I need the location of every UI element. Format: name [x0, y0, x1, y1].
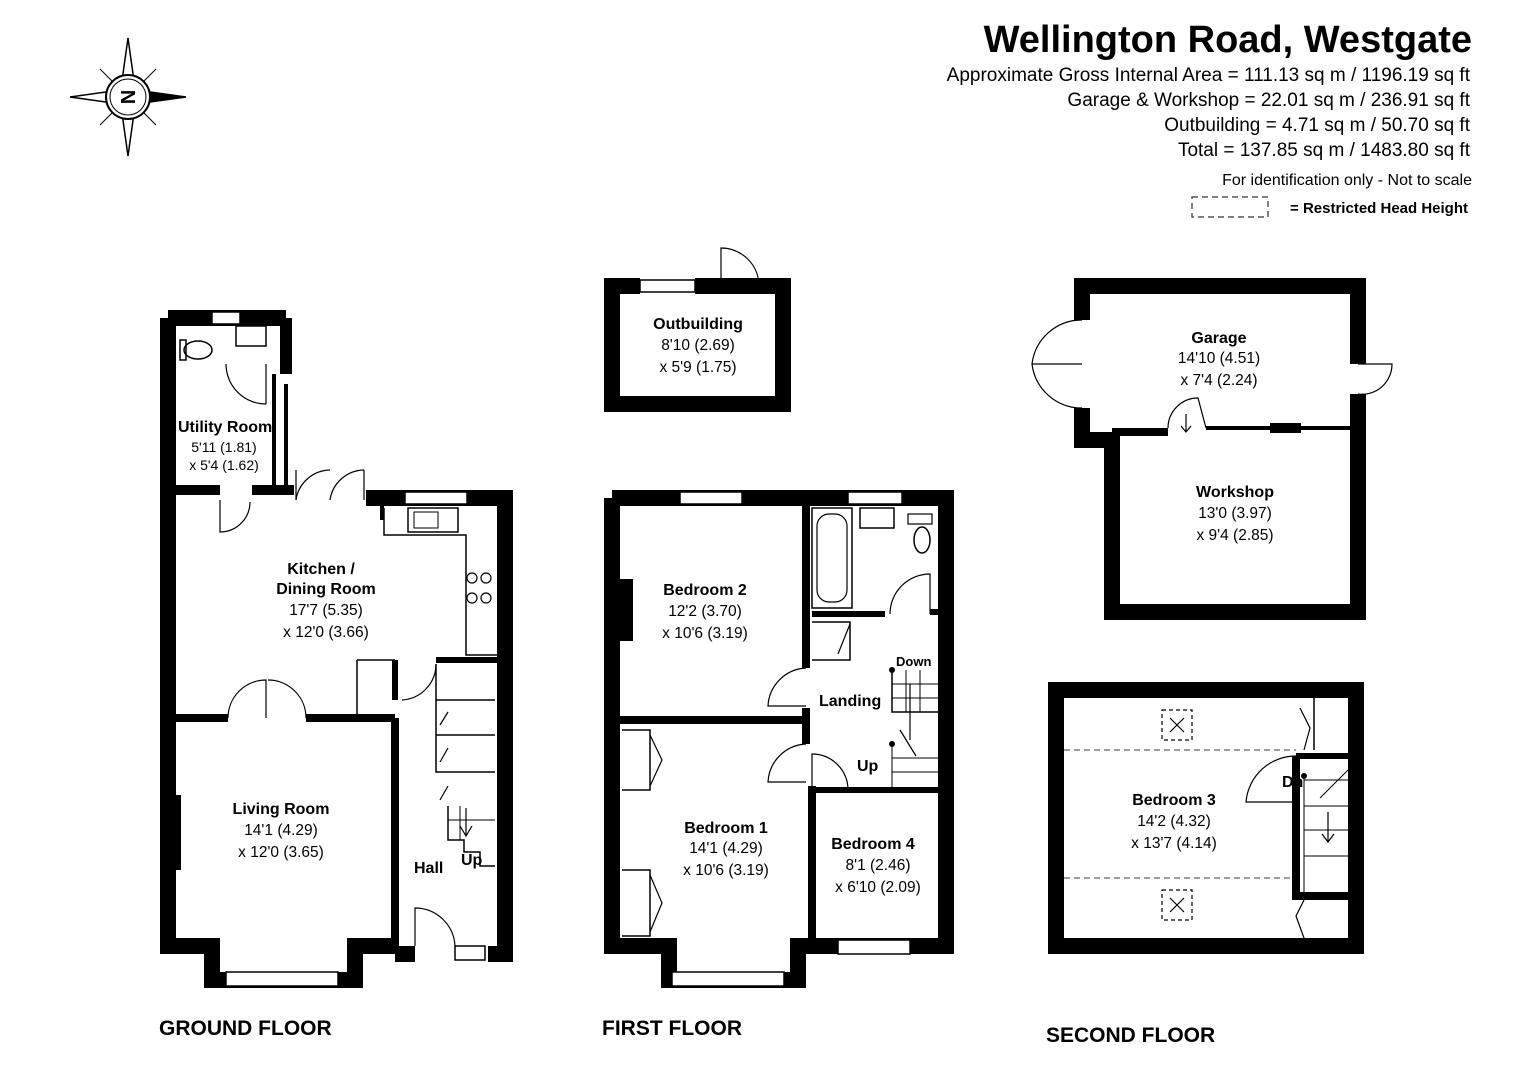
utility-room-dim1: 5'11 (1.81)	[191, 439, 256, 455]
bedroom1-dim2: x 10'6 (3.19)	[683, 862, 769, 879]
bedroom1-name: Bedroom 1	[684, 820, 768, 837]
kitchen-dim1: 17'7 (5.35)	[289, 602, 363, 619]
header: Wellington Road, Westgate Approximate Gr…	[947, 19, 1472, 218]
garage-area-text: Garage & Workshop = 22.01 sq m / 236.91 …	[1067, 90, 1470, 111]
ground-floor-plan	[160, 310, 513, 988]
outbuilding-plan	[604, 247, 791, 412]
bedroom4-dim2: x 6'10 (2.09)	[835, 879, 921, 896]
second-floor-plan	[1048, 682, 1364, 954]
bedroom1-dim1: 14'1 (4.29)	[689, 840, 763, 857]
garage-workshop-plan	[1031, 278, 1393, 620]
landing-stairs-up: Up	[857, 758, 879, 775]
garage-dim1: 14'10 (4.51)	[1178, 350, 1260, 367]
bedroom3-dim1: 14'2 (4.32)	[1137, 813, 1211, 830]
restricted-height-legend-label: = Restricted Head Height	[1290, 200, 1468, 217]
kitchen-dim2: x 12'0 (3.66)	[283, 624, 369, 641]
bedroom3-stairs-down: Dn	[1282, 774, 1303, 791]
outbuilding-dim1: 8'10 (2.69)	[661, 337, 735, 354]
living-room-dim2: x 12'0 (3.65)	[238, 844, 324, 861]
bedroom3-name: Bedroom 3	[1132, 792, 1216, 809]
second-floor-label: SECOND FLOOR	[1046, 1024, 1215, 1047]
hall-name: Hall	[414, 860, 443, 877]
ground-floor-label: GROUND FLOOR	[159, 1017, 332, 1040]
bedroom2-dim1: 12'2 (3.70)	[668, 603, 742, 620]
outbuilding-area-text: Outbuilding = 4.71 sq m / 50.70 sq ft	[1164, 115, 1470, 136]
utility-room-dim2: x 5'4 (1.62)	[189, 457, 259, 473]
living-room-dim1: 14'1 (4.29)	[244, 822, 318, 839]
bedroom4-dim1: 8'1 (2.46)	[846, 857, 911, 874]
total-area-text: Total = 137.85 sq m / 1483.80 sq ft	[1178, 140, 1471, 161]
bedroom2-dim2: x 10'6 (3.19)	[662, 625, 748, 642]
kitchen-name-line2: Dining Room	[276, 581, 376, 598]
bedroom3-dim2: x 13'7 (4.14)	[1131, 835, 1217, 852]
first-floor-plan	[604, 490, 954, 988]
outbuilding-name: Outbuilding	[653, 316, 743, 333]
utility-room-name: Utility Room	[178, 419, 272, 436]
workshop-dim2: x 9'4 (2.85)	[1196, 527, 1273, 544]
restricted-height-legend-swatch	[1191, 196, 1269, 218]
kitchen-name-line1: Kitchen /	[287, 561, 355, 578]
first-floor-label: FIRST FLOOR	[602, 1017, 742, 1040]
compass-icon: N	[69, 37, 187, 157]
gross-area-text: Approximate Gross Internal Area = 111.13…	[947, 65, 1471, 86]
landing-stairs-down: Down	[896, 654, 931, 669]
outbuilding-dim2: x 5'9 (1.75)	[659, 359, 736, 376]
hall-stairs-up: Up	[461, 852, 483, 869]
bedroom4-name: Bedroom 4	[831, 836, 915, 853]
compass-north-letter: N	[116, 90, 138, 104]
plan-title: Wellington Road, Westgate	[984, 19, 1472, 61]
disclaimer-text: For identification only - Not to scale	[1222, 172, 1472, 189]
workshop-dim1: 13'0 (3.97)	[1198, 505, 1272, 522]
landing-name: Landing	[819, 693, 881, 710]
garage-name: Garage	[1191, 330, 1246, 347]
workshop-name: Workshop	[1196, 484, 1274, 501]
bedroom2-name: Bedroom 2	[663, 582, 747, 599]
living-room-name: Living Room	[233, 801, 330, 818]
garage-dim2: x 7'4 (2.24)	[1180, 372, 1257, 389]
